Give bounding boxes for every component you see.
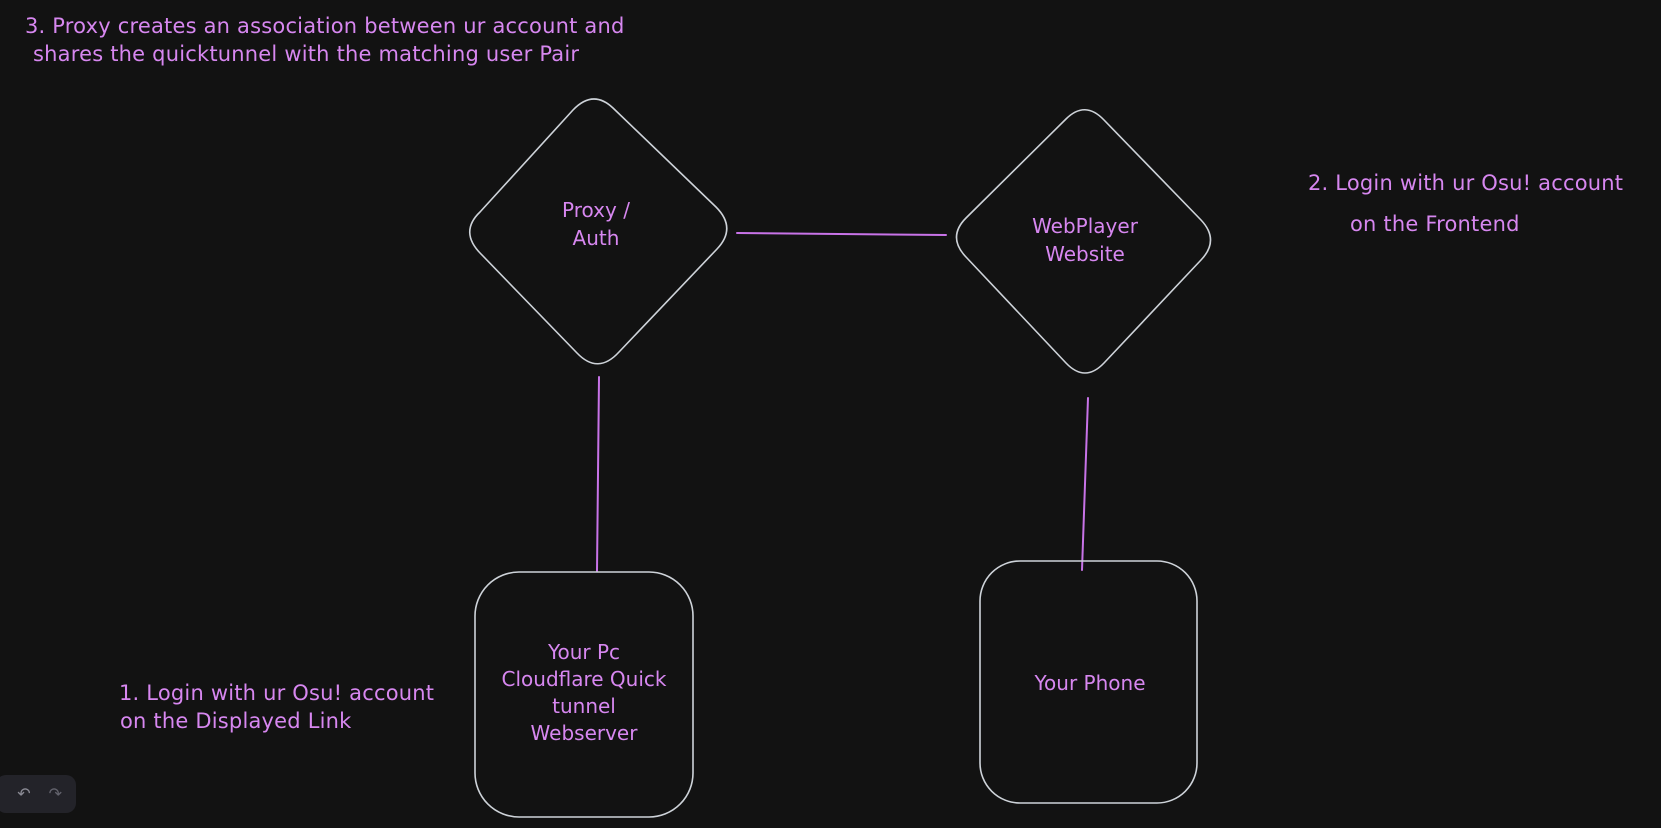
your-pc-label-line: Your Pc: [547, 640, 621, 664]
annotation-step3-line2[interactable]: shares the quicktunnel with the matching…: [33, 42, 580, 66]
undo-button[interactable]: ↶: [13, 784, 34, 804]
annotation-step1-line1[interactable]: 1. Login with ur Osu! account: [119, 681, 435, 705]
proxy-auth-label[interactable]: Proxy / Auth: [562, 196, 630, 252]
your-pc-rectangle-shape[interactable]: [474, 571, 694, 818]
your-pc-label-line: Cloudflare Quick: [501, 667, 667, 691]
webplayer-diamond-shape[interactable]: [955, 108, 1212, 374]
your-phone-rectangle-shape[interactable]: [979, 560, 1198, 804]
webplayer-label-line: Website: [1045, 242, 1125, 266]
webplayer-label[interactable]: WebPlayer Website: [1032, 212, 1138, 268]
undo-redo-island: ↶ ↷: [0, 775, 76, 813]
your-phone-label-line: Your Phone: [1034, 671, 1146, 695]
annotation-step2-line1[interactable]: 2. Login with ur Osu! account: [1308, 171, 1624, 195]
connector-webplayer-to-phone[interactable]: [1081, 397, 1089, 571]
proxy-auth-label-line: Auth: [572, 226, 620, 250]
undo-icon: ↶: [17, 784, 31, 803]
annotation-step2-line2[interactable]: on the Frontend: [1350, 212, 1520, 236]
your-phone-label[interactable]: Your Phone: [1034, 669, 1145, 697]
annotation-step1-line2[interactable]: on the Displayed Link: [120, 709, 352, 733]
connector-proxy-to-webplayer[interactable]: [736, 232, 947, 236]
annotation-step3-line1[interactable]: 3. Proxy creates an association between …: [25, 14, 625, 38]
webplayer-label-line: WebPlayer: [1032, 214, 1138, 238]
your-pc-label[interactable]: Your Pc Cloudflare Quick tunnel Webserve…: [502, 639, 667, 747]
your-pc-label-line: tunnel: [552, 694, 616, 718]
redo-icon: ↷: [48, 784, 62, 803]
your-pc-label-line: Webserver: [530, 721, 638, 745]
proxy-auth-diamond-shape[interactable]: [468, 98, 728, 365]
connector-proxy-to-pc[interactable]: [596, 376, 600, 572]
redo-button[interactable]: ↷: [45, 784, 66, 804]
proxy-auth-label-line: Proxy /: [562, 198, 630, 222]
